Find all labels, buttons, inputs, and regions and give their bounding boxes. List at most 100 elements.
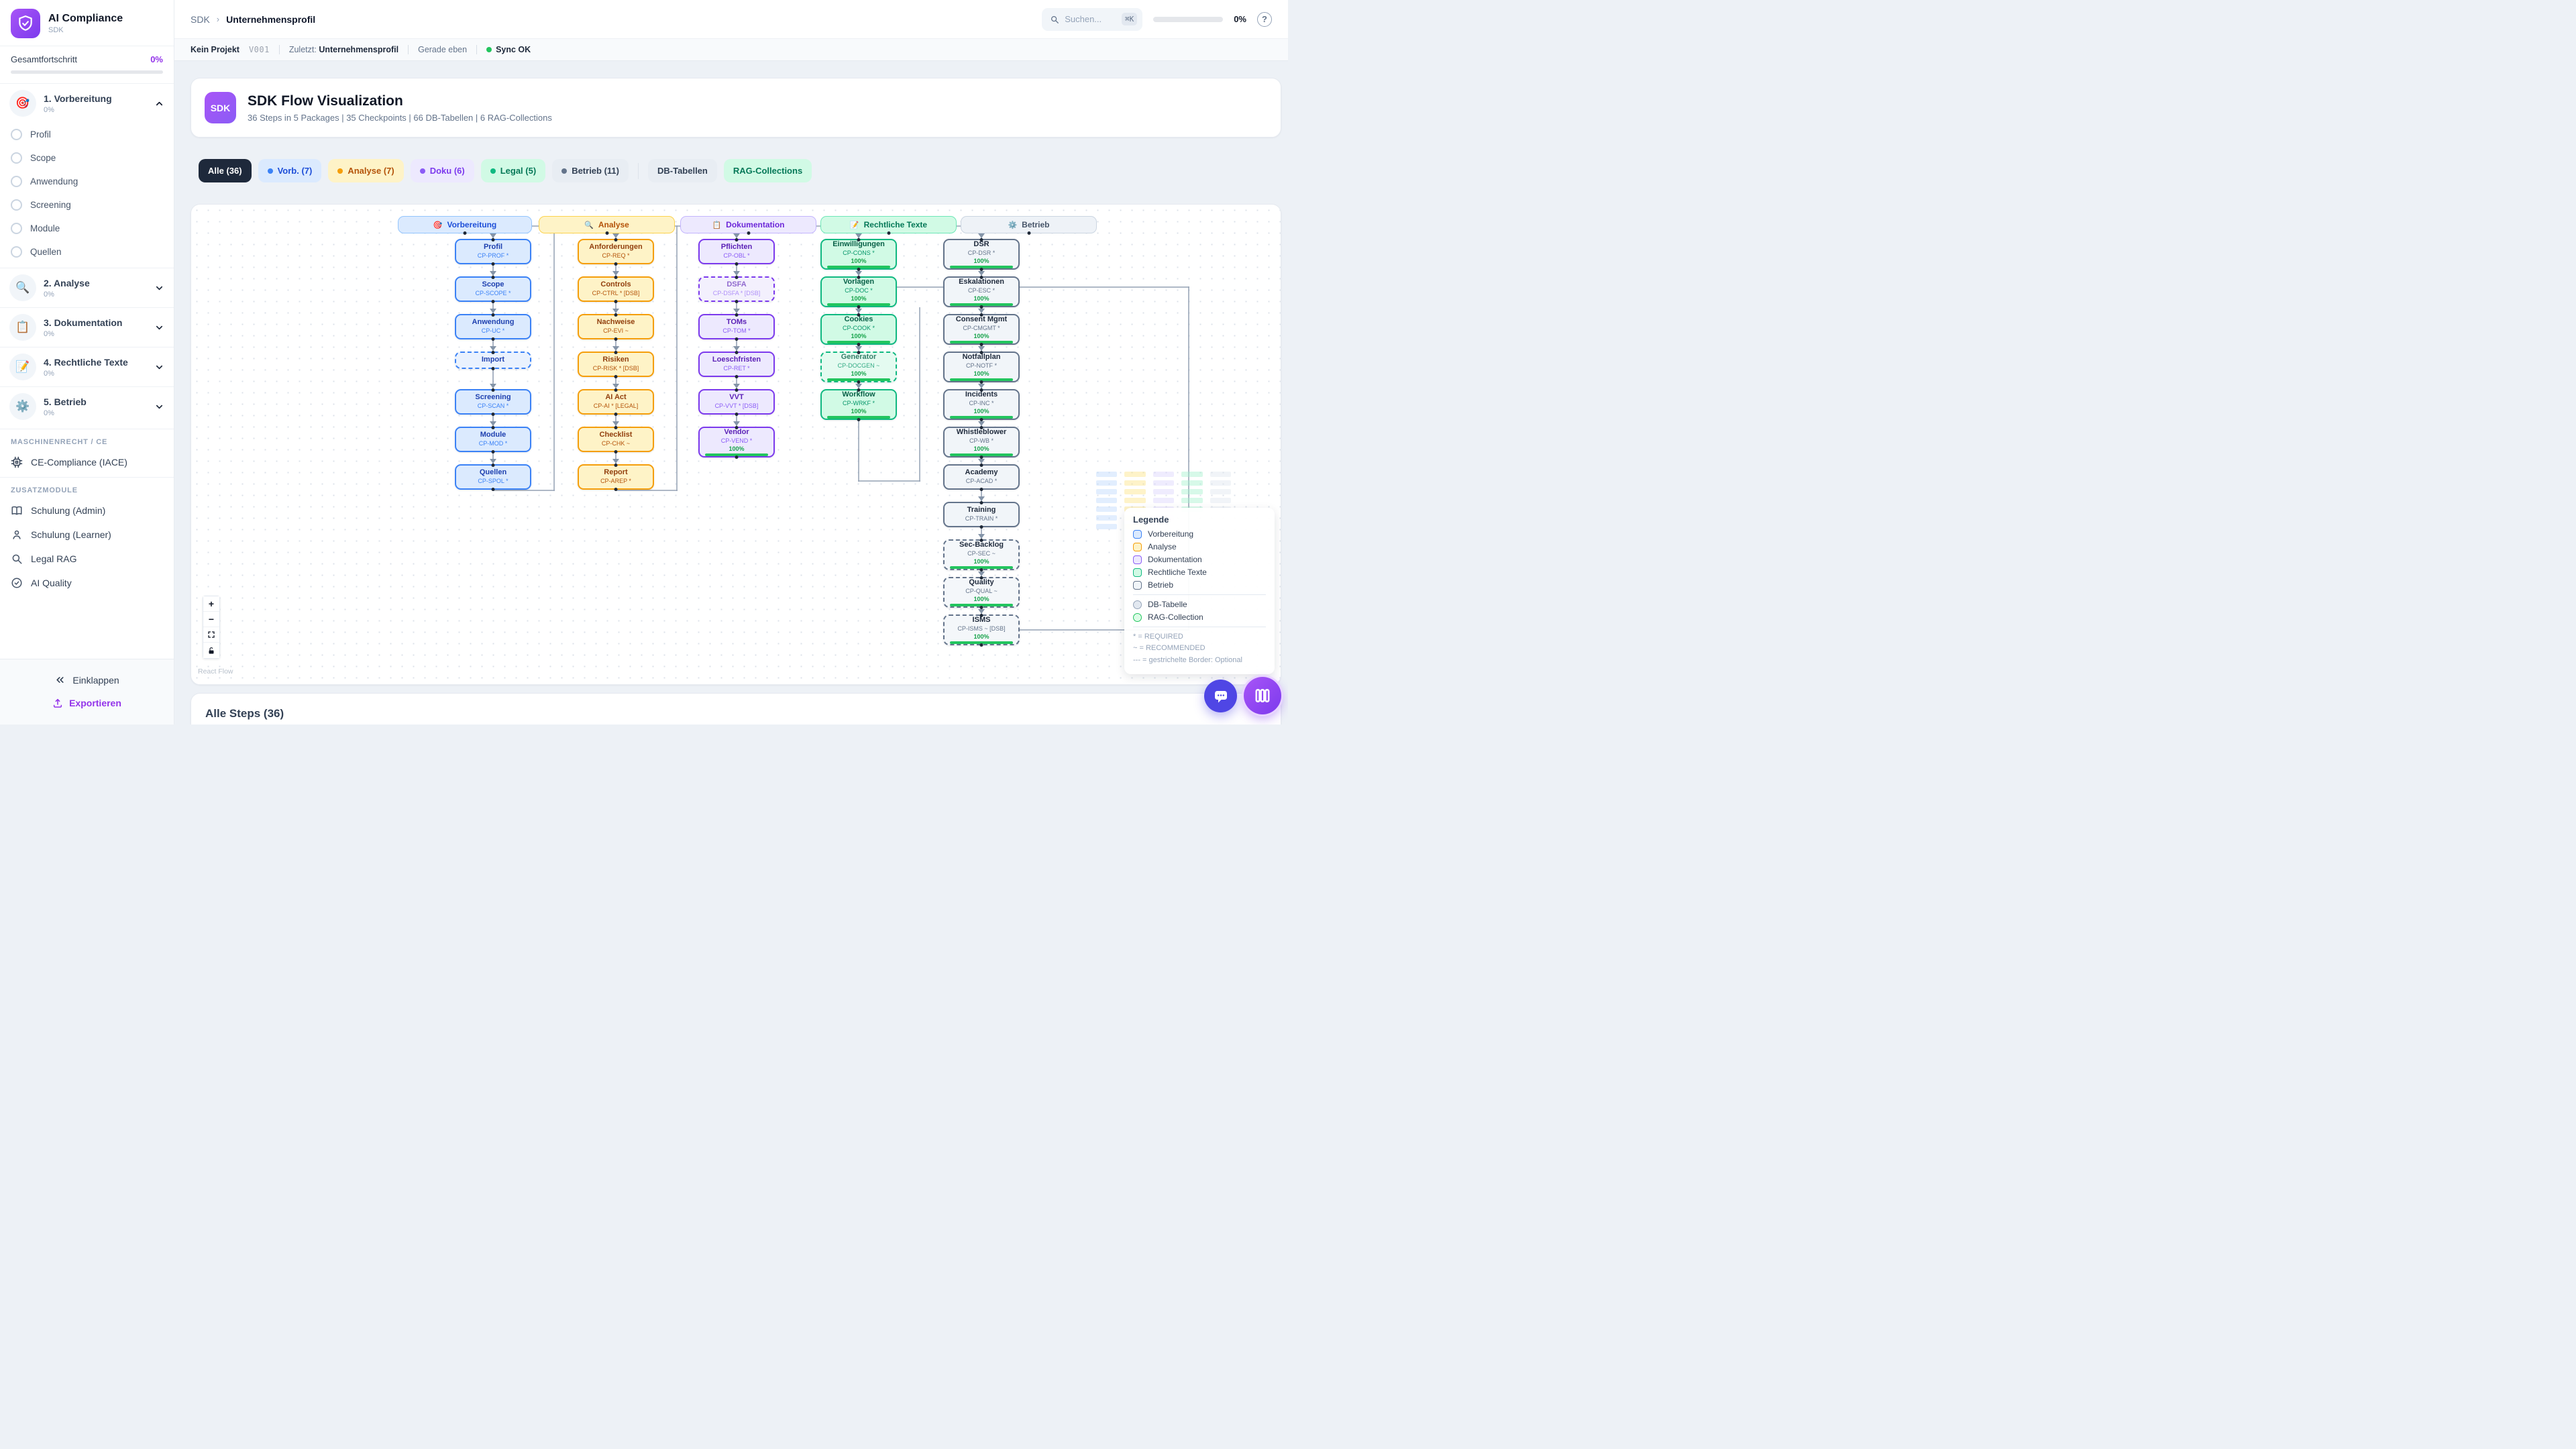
board-panel-button[interactable] bbox=[1244, 677, 1281, 714]
flow-package-header-vorbereitung[interactable]: 🎯Vorbereitung bbox=[398, 216, 532, 233]
sidebar-item-anwendung[interactable]: Anwendung bbox=[0, 170, 174, 193]
lock-button[interactable] bbox=[203, 643, 219, 658]
sidebar-section-betrieb[interactable]: ⚙️ 5. Betrieb 0% bbox=[0, 386, 174, 426]
flow-package-header-rechtliche-texte[interactable]: 📝Rechtliche Texte bbox=[820, 216, 957, 233]
arrowhead-icon bbox=[733, 271, 740, 276]
flow-package-header-betrieb[interactable]: ⚙️Betrieb bbox=[961, 216, 1097, 233]
package-icon: ⚙️ bbox=[1008, 221, 1018, 229]
breadcrumb-current: Unternehmensprofil bbox=[226, 13, 316, 25]
steps-panel-title: Alle Steps (36) bbox=[205, 707, 284, 720]
zoom-in-button[interactable]: + bbox=[203, 596, 219, 612]
dot-icon bbox=[490, 168, 496, 174]
sidebar-item-module[interactable]: Module bbox=[0, 217, 174, 240]
legend-swatch-analyse bbox=[1133, 542, 1142, 551]
sidebar-item-ce-compliance[interactable]: CE-Compliance (IACE) bbox=[0, 450, 174, 474]
arrowhead-icon bbox=[978, 233, 985, 238]
filter-chip-alle[interactable]: Alle (36) bbox=[199, 159, 252, 182]
chat-button[interactable] bbox=[1204, 680, 1237, 712]
topbar-progress-value: 0% bbox=[1234, 14, 1246, 24]
legend-title: Legende bbox=[1133, 515, 1169, 525]
react-flow-attribution: React Flow bbox=[198, 667, 233, 676]
sidebar-item-scope[interactable]: Scope bbox=[0, 146, 174, 170]
arrowhead-icon bbox=[612, 346, 619, 351]
sidebar-item-screening[interactable]: Screening bbox=[0, 193, 174, 217]
help-icon[interactable]: ? bbox=[1257, 11, 1272, 27]
flow-package-header-analyse[interactable]: 🔍 Analyse bbox=[539, 216, 675, 233]
sidebar-item-schulung-admin[interactable]: Schulung (Admin) bbox=[0, 498, 174, 523]
fit-view-button[interactable] bbox=[203, 627, 219, 643]
breadcrumb-sdk[interactable]: SDK bbox=[191, 13, 210, 25]
sidebar-section-rechtliche-texte[interactable]: 📝 4. Rechtliche Texte 0% bbox=[0, 347, 174, 386]
filter-chip-legal[interactable]: Legal (5) bbox=[480, 159, 546, 182]
export-button[interactable]: Exportieren bbox=[0, 692, 174, 714]
sidebar-section-dokumentation[interactable]: 📋 3. Dokumentation 0% bbox=[0, 307, 174, 347]
sidebar-section-analyse[interactable]: 🔍 2. Analyse 0% bbox=[0, 268, 174, 307]
collapse-sidebar-button[interactable]: Einklappen bbox=[0, 667, 174, 692]
flow-package-header-dokumentation[interactable]: 📋Dokumentation bbox=[680, 216, 816, 233]
legend-db-tabelle-icon bbox=[1133, 600, 1142, 609]
chevron-up-icon bbox=[154, 99, 164, 109]
flow-node-import[interactable]: Import bbox=[455, 352, 531, 369]
package-label: Vorbereitung bbox=[447, 220, 497, 229]
sidebar-item-ai-quality[interactable]: AI Quality bbox=[0, 571, 174, 595]
flow-edge bbox=[1188, 286, 1189, 631]
search-input[interactable]: Suchen... ⌘K bbox=[1042, 7, 1143, 31]
legend-note: * = REQUIRED bbox=[1133, 633, 1183, 641]
filter-chip-vorbereitung[interactable]: Vorb. (7) bbox=[258, 159, 322, 182]
sidebar-item-legal-rag[interactable]: Legal RAG bbox=[0, 547, 174, 571]
filter-chip-betrieb[interactable]: Betrieb (11) bbox=[552, 159, 629, 182]
filter-chip-analyse[interactable]: Analyse (7) bbox=[328, 159, 404, 182]
chevrons-left-icon bbox=[56, 677, 64, 683]
zoom-out-button[interactable]: − bbox=[203, 612, 219, 627]
filter-chip-doku[interactable]: Doku (6) bbox=[410, 159, 474, 182]
package-icon: 🔍 bbox=[584, 221, 594, 229]
sidebar-item-quellen[interactable]: Quellen bbox=[0, 240, 174, 264]
app-window: AI Compliance SDK Gesamtfortschritt 0% 🎯… bbox=[0, 0, 1288, 724]
sidebar-item-profil[interactable]: Profil bbox=[0, 123, 174, 146]
arrowhead-icon bbox=[733, 346, 740, 351]
search-icon bbox=[12, 554, 22, 564]
sidebar-item-schulung-learner[interactable]: Schulung (Learner) bbox=[0, 523, 174, 547]
filter-chip-rag-collections[interactable]: RAG-Collections bbox=[723, 159, 812, 182]
package-label: Analyse bbox=[598, 220, 629, 229]
divider bbox=[476, 45, 478, 54]
sidebar-section-vorbereitung[interactable]: 🎯 1. Vorbereitung 0% bbox=[0, 84, 174, 123]
filter-chip-db-tabellen[interactable]: DB-Tabellen bbox=[648, 159, 717, 182]
